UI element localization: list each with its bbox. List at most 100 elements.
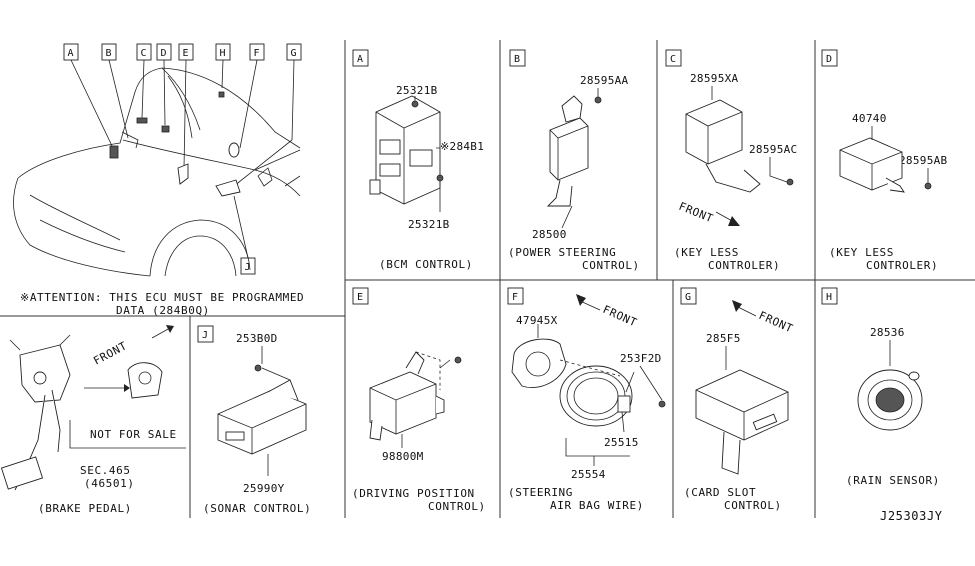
panel-f: F FRONT 47945X 253F2D 25515 25554 (STEER…	[507, 287, 666, 512]
power-steering-module[interactable]	[546, 95, 589, 207]
part-28595ac: 28595AC	[749, 143, 797, 156]
driving-position-module[interactable]	[369, 351, 445, 441]
panel-a-tag	[352, 49, 369, 67]
svg-text:G: G	[291, 48, 297, 59]
svg-text:F: F	[254, 48, 260, 59]
panel-j-caption: (SONAR CONTROL)	[203, 502, 311, 515]
callout-b[interactable]: B	[101, 43, 129, 139]
bolt-28595ab[interactable]	[924, 182, 932, 190]
panel-c-front: FRONT	[677, 200, 715, 226]
part-28595xa: 28595XA	[690, 72, 739, 85]
svg-text:D: D	[161, 48, 167, 59]
panel-a: A 25321B ※284B1 25321B (BCM CONTROL)	[352, 49, 484, 271]
not-for-sale-label: NOT FOR SALE	[90, 428, 177, 441]
panel-f-caption-2: AIR BAG WIRE)	[550, 499, 644, 512]
panel-d: D 40740 28595AB (KEY LESS CONTROLER)	[821, 49, 948, 272]
screw-e[interactable]	[454, 356, 462, 364]
part-253b0d: 253B0D	[236, 332, 278, 345]
panel-g-front-arrowhead	[732, 300, 742, 312]
panel-a-letter: A	[357, 54, 363, 65]
svg-text:J: J	[245, 262, 251, 273]
part-28536: 28536	[870, 326, 905, 339]
bolt-28595aa[interactable]	[594, 96, 602, 104]
panel-j: J 253B0D 25990Y (SONAR CONTROL)	[197, 325, 311, 515]
screw-253b0d[interactable]	[254, 364, 262, 372]
panel-b-caption-1: (POWER STEERING	[508, 246, 616, 259]
keyless-controller-d[interactable]	[839, 137, 905, 193]
callout-a[interactable]: A	[63, 43, 114, 149]
panel-c: C 28595XA 28595AC FRONT (KEY LESS CONTRO…	[665, 49, 797, 272]
front-label: FRONT	[91, 339, 129, 367]
svg-text:H: H	[220, 48, 226, 59]
callout-d[interactable]: D	[156, 43, 172, 126]
panel-g-caption-2: CONTROL)	[724, 499, 782, 512]
sec-sub-ref: (46501)	[84, 477, 135, 490]
sec-ref: SEC.465	[80, 464, 131, 477]
panel-e-caption-1: (DRIVING POSITION	[352, 487, 475, 500]
brake-switch[interactable]	[127, 362, 163, 399]
part-40740: 40740	[852, 112, 887, 125]
panel-d-tag	[821, 49, 838, 67]
callout-f[interactable]: F	[239, 43, 265, 149]
front-arrow	[151, 327, 171, 339]
keyless-controller-c[interactable]	[685, 99, 761, 193]
vehicle-overview: A B C D E H F	[13, 43, 304, 317]
callout-e[interactable]: E	[178, 43, 194, 169]
callout-h[interactable]: H	[215, 43, 231, 89]
rain-sensor[interactable]	[857, 369, 923, 431]
brake-pedal-assembly[interactable]	[0, 334, 71, 491]
panel-c-caption-1: (KEY LESS	[674, 246, 739, 259]
panel-d-caption-2: CONTROLER)	[866, 259, 938, 272]
callout-j[interactable]: J	[233, 195, 256, 275]
car-body-outline	[13, 67, 301, 277]
panel-d-caption-1: (KEY LESS	[829, 246, 894, 259]
part-98800m: 98800M	[382, 450, 424, 463]
front-arrowhead	[166, 325, 174, 333]
panel-h-letter: H	[826, 292, 832, 303]
panel-d-letter: D	[826, 54, 832, 65]
panel-dividers	[0, 40, 975, 518]
bolt-top[interactable]	[411, 100, 419, 108]
panel-e: E 98800M (DRIVING POSITION CONTROL)	[352, 287, 486, 513]
svg-text:B: B	[106, 48, 112, 59]
panel-c-caption-2: CONTROLER)	[708, 259, 780, 272]
part-25321b-bottom: 25321B	[408, 218, 450, 231]
pointer-arrowhead	[124, 384, 130, 392]
panel-j-tag	[197, 325, 214, 343]
panel-e-tag	[352, 287, 369, 305]
part-25321b-top: 25321B	[396, 84, 438, 97]
spiral-cable[interactable]	[559, 365, 633, 427]
panel-j-letter: J	[202, 330, 208, 341]
bcm-module[interactable]	[369, 95, 441, 205]
screw-253f2d[interactable]	[658, 400, 666, 408]
part-28595ab: 28595AB	[899, 154, 948, 167]
panel-f-front-arrowhead	[576, 294, 586, 306]
sonar-control-module[interactable]	[217, 379, 307, 455]
callout-g[interactable]: G	[233, 43, 302, 187]
panel-c-front-arrowhead	[728, 216, 740, 226]
part-253f2d: 253F2D	[620, 352, 662, 365]
panel-b-caption-2: CONTROL)	[582, 259, 640, 272]
card-slot-module[interactable]	[695, 369, 789, 475]
part-28595aa: 28595AA	[580, 74, 629, 87]
panel-b-letter: B	[514, 54, 520, 65]
bolt-28595ac[interactable]	[786, 178, 794, 186]
panel-h: H 28536 (RAIN SENSOR)	[821, 287, 939, 487]
callout-c[interactable]: C	[136, 43, 152, 119]
panel-h-tag	[821, 287, 838, 305]
part-285f5: 285F5	[706, 332, 741, 345]
panel-b-tag	[509, 49, 526, 67]
brake-pedal-panel: FRONT NOT FOR SALE SEC.465 (46501) (BRAK…	[0, 325, 186, 515]
overview-part-markers	[109, 91, 241, 197]
svg-text:A: A	[68, 48, 74, 59]
panel-e-caption-2: CONTROL)	[428, 500, 486, 513]
panel-g: G FRONT 285F5 (CARD SLOT CONTROL)	[680, 287, 795, 512]
panel-f-tag	[507, 287, 524, 305]
panel-a-caption: (BCM CONTROL)	[379, 258, 473, 271]
svg-text:C: C	[141, 48, 147, 59]
part-47945x: 47945X	[516, 314, 558, 327]
steering-angle-sensor[interactable]	[511, 338, 567, 388]
attention-note: ※ATTENTION: THIS ECU MUST BE PROGRAMMED	[20, 291, 304, 304]
bolt-bottom[interactable]	[436, 174, 444, 182]
